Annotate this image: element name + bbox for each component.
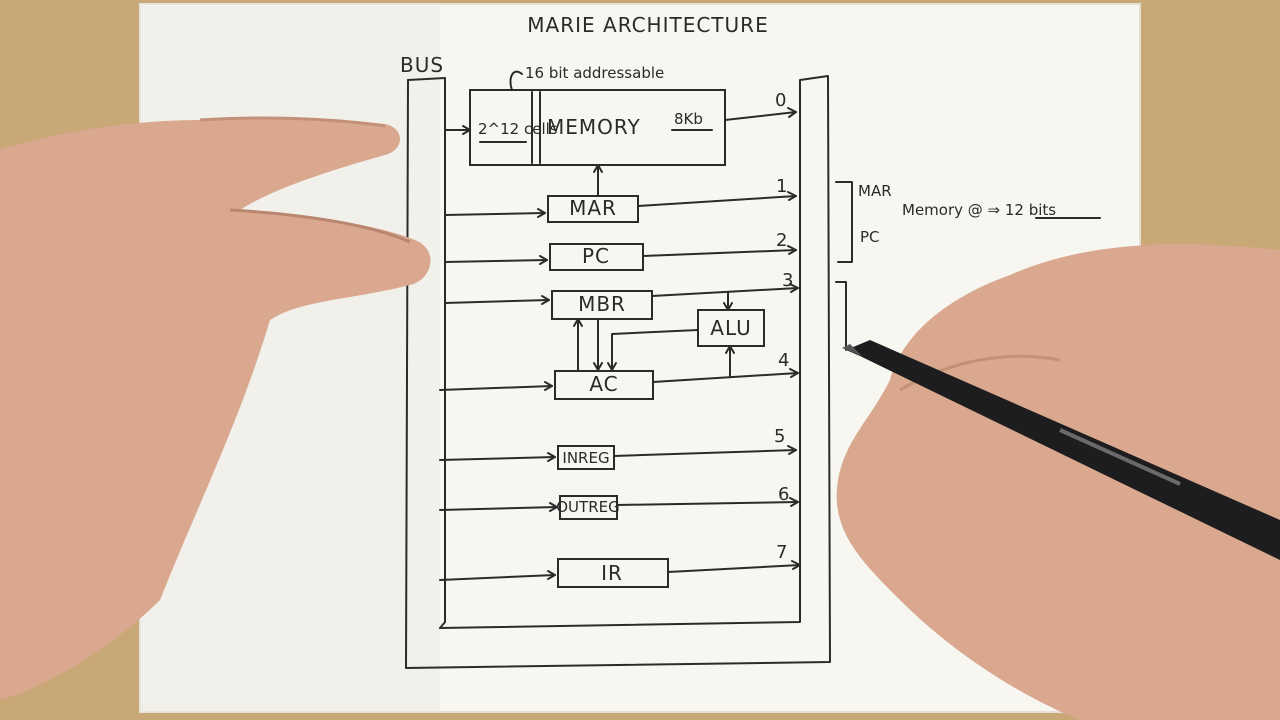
bus-label: BUS xyxy=(400,53,444,77)
register-label-inreg: INREG xyxy=(562,449,609,467)
register-label-mar: MAR xyxy=(569,196,617,220)
register-row-outreg xyxy=(439,495,799,520)
mbr-ac-links xyxy=(573,318,603,373)
bus-line-0: 0 xyxy=(775,90,786,111)
left-hand xyxy=(0,116,431,701)
register-row-ac xyxy=(439,368,799,400)
register-row-inreg xyxy=(439,445,797,470)
register-row-ir xyxy=(439,558,801,588)
diagram-title: MARIE ARCHITECTURE xyxy=(527,13,768,37)
bus-line-5: 5 xyxy=(774,426,785,447)
bus-line-2: 2 xyxy=(776,230,787,251)
register-row-mbr xyxy=(444,283,799,320)
memory-block xyxy=(469,89,726,166)
bus-line-6: 6 xyxy=(778,484,789,505)
register-label-ac: AC xyxy=(589,372,618,396)
bus-line-7: 7 xyxy=(776,542,787,563)
register-label-ir: IR xyxy=(601,561,623,585)
pen-icon xyxy=(842,340,1280,560)
register-row-pc xyxy=(444,243,797,271)
register-label-pc: PC xyxy=(582,244,610,268)
bus-to-memory-head xyxy=(462,125,471,135)
addressable-note: 16 bit addressable xyxy=(525,64,664,82)
mar-pc-bracket xyxy=(835,181,853,351)
bus-line-4: 4 xyxy=(778,350,789,371)
alu-block xyxy=(607,291,765,377)
memory-label: MEMORY xyxy=(547,115,641,139)
bus-line-3: 3 xyxy=(782,270,793,291)
memory-size: 8Kb xyxy=(674,110,703,128)
memory-to-bus-head xyxy=(787,107,797,118)
register-label-outreg: OUTREG xyxy=(556,498,619,516)
addressable-arrow xyxy=(509,70,523,91)
address-size-note: Memory @ ⇒ 12 bits xyxy=(902,201,1056,219)
register-label-mbr: MBR xyxy=(578,292,626,316)
bus-frame xyxy=(405,75,831,669)
memory-to-bus xyxy=(724,111,797,121)
memory-cells-label: 2^12 cells xyxy=(478,120,558,138)
bracket-item-mar: MAR xyxy=(858,182,892,200)
bus-line-1: 1 xyxy=(776,176,787,197)
bracket-item-pc: PC xyxy=(860,228,880,246)
register-row-mar xyxy=(444,164,797,223)
alu-label: ALU xyxy=(710,316,751,340)
